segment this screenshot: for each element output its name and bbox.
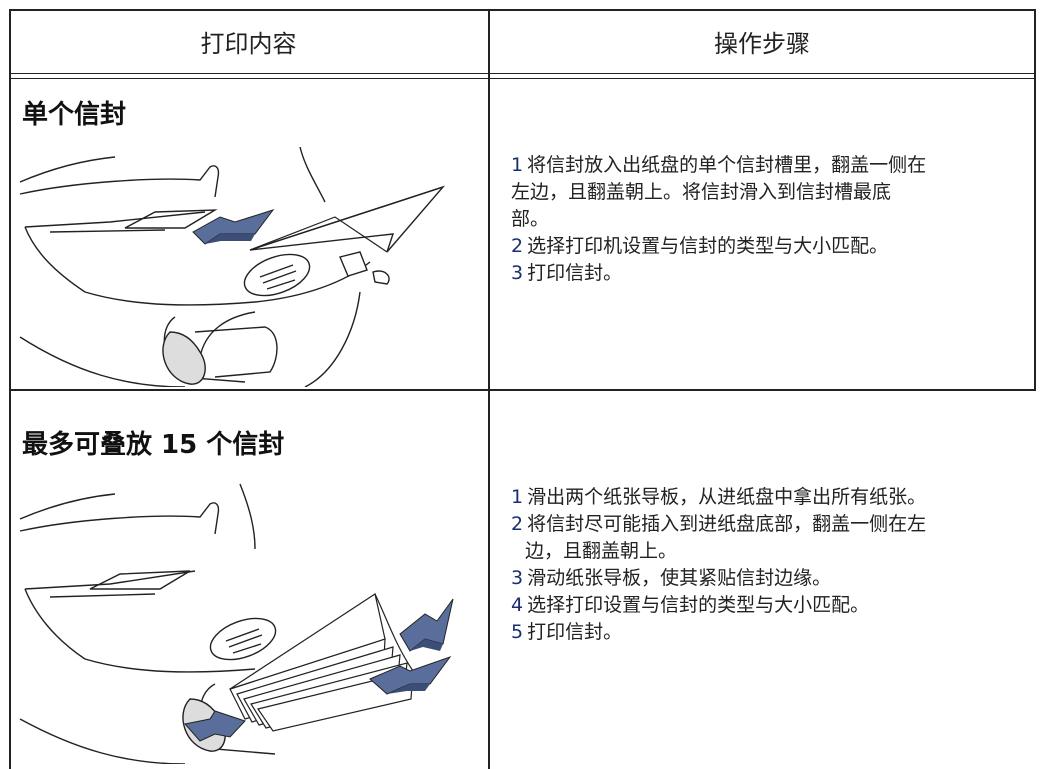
header-divider-upper	[9, 73, 1036, 74]
stacked-envelopes-illustration	[19, 483, 454, 764]
step-text: 打印信封。	[527, 262, 623, 284]
step-number: 2	[511, 235, 524, 257]
step-text: 选择打印设置与信封的类型与大小匹配。	[527, 594, 870, 616]
row-divider	[9, 389, 1036, 391]
step-number: 3	[511, 567, 524, 589]
step-text: 将信封放入出纸盘的单个信封槽里，翻盖一侧在	[527, 154, 927, 176]
step-number: 2	[511, 513, 524, 535]
step-text: 滑动纸张导板，使其紧贴信封边缘。	[527, 567, 832, 589]
header-divider-lower	[9, 78, 1036, 79]
table-left-border	[9, 9, 11, 769]
step-text: 选择打印机设置与信封的类型与大小匹配。	[527, 235, 889, 257]
step-text: 左边，且翻盖朝上。将信封滑入到信封槽最底	[511, 181, 892, 203]
step-number: 4	[511, 594, 524, 616]
table-right-border	[1034, 9, 1036, 391]
table-top-border	[9, 9, 1036, 11]
step-text: 部。	[511, 208, 550, 230]
row-title-single-envelope: 单个信封	[22, 100, 127, 130]
step-number: 5	[511, 621, 524, 643]
step-number: 1	[511, 486, 524, 508]
list-item: 左边，且翻盖朝上。将信封滑入到信封槽最底	[511, 179, 1031, 206]
step-text: 将信封尽可能插入到进纸盘底部，翻盖一侧在左	[527, 513, 927, 535]
row-title-stack-envelopes: 最多可叠放 15 个信封	[22, 430, 285, 460]
step-number: 3	[511, 262, 524, 284]
step-text: 滑出两个纸张导板，从进纸盘中拿出所有纸张。	[527, 486, 927, 508]
step-number: 1	[511, 154, 524, 176]
column-divider	[488, 9, 490, 769]
step-text: 边，且翻盖朝上。	[525, 540, 678, 562]
step-text: 打印信封。	[527, 621, 623, 643]
list-item: 边，且翻盖朝上。	[511, 538, 1031, 565]
header-print-content: 打印内容	[200, 29, 297, 58]
header-operation-steps: 操作步骤	[714, 29, 810, 58]
list-item: 部。	[511, 206, 1031, 233]
single-envelope-illustration	[19, 146, 446, 387]
